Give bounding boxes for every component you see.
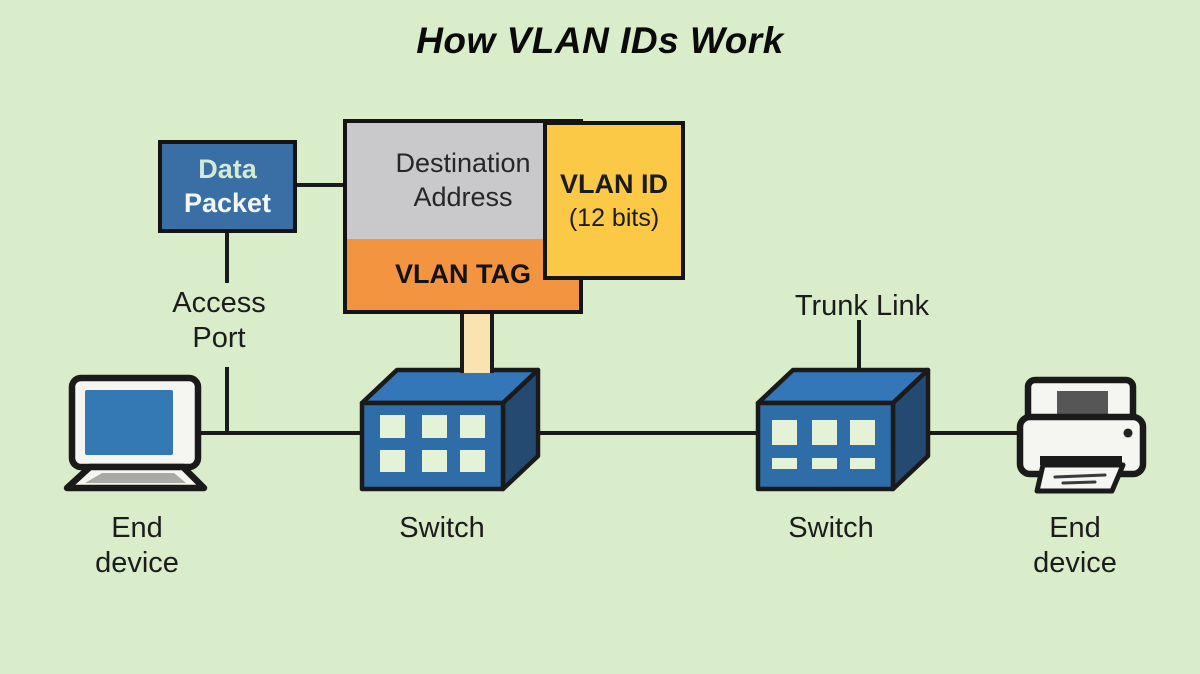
printed-text-line [1061, 480, 1097, 485]
switch-port [812, 458, 837, 469]
vlan-id-label: VLAN ID [560, 168, 668, 199]
switch-port [380, 415, 405, 438]
access-port-line-lower [225, 367, 229, 433]
trunk-link-line [857, 320, 861, 373]
diagram-title: How VLAN IDs Work [416, 20, 784, 61]
access-port-label: Access Port [172, 287, 266, 355]
data-packet-label-line1: Data [198, 153, 257, 184]
printer-icon [1016, 376, 1147, 494]
switch-port [422, 450, 447, 472]
printed-text-line [1053, 473, 1107, 479]
switch-port [772, 420, 797, 445]
switch-port [850, 458, 875, 469]
switch-right-label: Switch [788, 512, 874, 544]
data-packet-box: Data Packet [158, 140, 297, 233]
vlan-id-detail-label: (12 bits) [568, 203, 660, 232]
destination-address-field: Destination Address [347, 123, 579, 239]
access-port-line-upper [225, 230, 229, 283]
link-datapacket-to-frame [295, 183, 345, 187]
switch-left-label: Switch [399, 512, 485, 544]
switch-front-face [755, 400, 896, 492]
tag-to-switch-connector [460, 310, 494, 373]
laptop-keyboard-area [85, 473, 186, 483]
vlan-id-box: VLAN ID (12 bits) [543, 121, 685, 280]
link-enddevice-to-switch [195, 431, 369, 435]
switch-right-icon [755, 367, 931, 492]
switch-port [422, 415, 447, 438]
switch-port [380, 450, 405, 472]
data-packet-label-line2: Packet [183, 187, 272, 218]
switch-left-icon [359, 367, 541, 492]
laptop-icon [63, 374, 208, 492]
end-device-left-label: End device [95, 512, 179, 580]
link-switch-to-printer [923, 431, 1023, 435]
destination-address-label: Destination Address [395, 148, 531, 212]
switch-port [850, 420, 875, 445]
printer-paper-output [1034, 462, 1126, 494]
laptop-screen [85, 390, 173, 455]
switch-port [460, 450, 485, 472]
trunk-link-label: Trunk Link [794, 290, 930, 322]
vlan-tag-label: VLAN TAG [395, 259, 531, 289]
switch-port [812, 420, 837, 445]
printer-output-slot [1040, 456, 1122, 465]
end-device-right-label: End device [1033, 512, 1117, 580]
link-switch-to-switch [533, 431, 762, 435]
switch-port [772, 458, 797, 469]
printer-power-button [1123, 428, 1133, 438]
switch-port [460, 415, 485, 438]
vlan-tag-field: VLAN TAG [347, 239, 579, 310]
